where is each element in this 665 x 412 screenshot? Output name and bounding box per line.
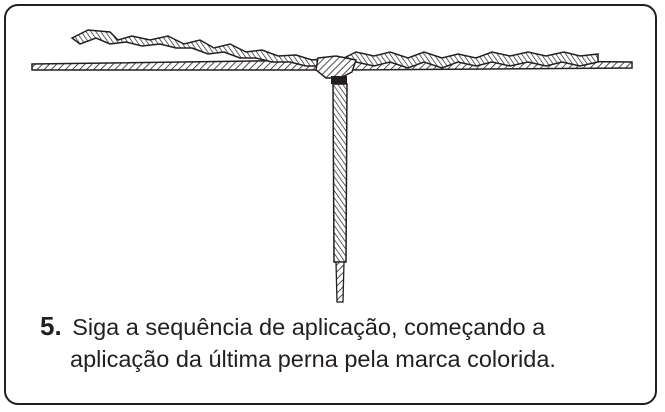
color-marker <box>331 76 347 84</box>
instruction-caption: 5. Siga a sequência de aplicação, começa… <box>40 310 650 375</box>
wrapped-strand-right <box>339 51 599 70</box>
instruction-line-2: aplicação da última perna pela marca col… <box>70 346 556 372</box>
junction <box>315 55 357 79</box>
splice-illustration <box>31 29 633 303</box>
wrapped-strand-left <box>70 29 332 67</box>
vertical-wire <box>332 83 348 303</box>
step-number: 5. <box>40 311 62 341</box>
instruction-line-1: Siga a sequência de aplicação, começando… <box>72 314 546 340</box>
